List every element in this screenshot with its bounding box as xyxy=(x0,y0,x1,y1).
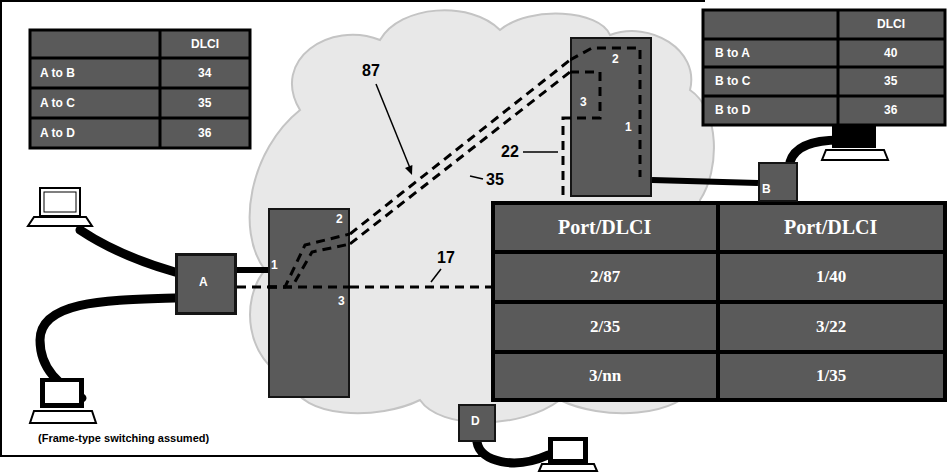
callout-number: 35 xyxy=(486,171,504,189)
port-number: 1 xyxy=(271,258,278,272)
desktop-icon xyxy=(822,150,888,160)
table-cell: 34 xyxy=(198,66,211,80)
virtual-circuit-line xyxy=(268,286,350,289)
switch-box: 2 3 1 xyxy=(570,37,652,197)
table-cell: 40 xyxy=(884,46,897,60)
table-cell: 1/40 xyxy=(816,267,846,287)
table-header: Port/DLCI xyxy=(784,216,877,239)
port-number: 3 xyxy=(338,294,345,308)
table-cell: A to D xyxy=(40,126,75,140)
device-box: D xyxy=(458,404,496,442)
desktop-icon xyxy=(539,464,597,471)
laptop-icon xyxy=(44,192,76,212)
table-cell: 2/35 xyxy=(590,317,620,337)
access-link xyxy=(652,180,758,183)
table-header: Port/DLCI xyxy=(558,216,651,239)
dlci-table xyxy=(30,30,250,148)
cable xyxy=(477,442,548,463)
desktop-icon xyxy=(539,437,597,471)
virtual-circuit-line xyxy=(268,244,350,287)
switch-table xyxy=(493,203,945,400)
desktop-icon xyxy=(553,441,583,459)
desktop-icon xyxy=(40,378,84,408)
switch-table xyxy=(493,203,945,400)
desktop-icon xyxy=(30,378,96,423)
port-number: 2 xyxy=(612,52,619,66)
callout-number: 87 xyxy=(362,62,380,80)
table-cell: 2/87 xyxy=(590,267,620,287)
virtual-circuit-line xyxy=(563,118,570,203)
callout-number: 17 xyxy=(437,249,455,267)
table-cell: DLCI xyxy=(877,17,905,31)
circuit-path xyxy=(268,208,350,398)
table-cell: 36 xyxy=(198,126,211,140)
dlci-table xyxy=(703,10,945,125)
table-cell: 36 xyxy=(884,103,897,117)
dlci-table xyxy=(30,30,250,148)
table-cell: B to A xyxy=(715,46,750,60)
table-cell: A to B xyxy=(40,66,75,80)
table-cell: 35 xyxy=(884,74,897,88)
dlci-table xyxy=(30,30,250,148)
device-box: B xyxy=(758,162,798,202)
table-cell: 3/22 xyxy=(816,317,846,337)
laptop-icon xyxy=(28,217,92,226)
leader-line xyxy=(431,269,441,282)
switch-table xyxy=(493,203,945,400)
leader-arrowhead xyxy=(405,165,412,175)
laptop-icon xyxy=(28,188,92,226)
table-cell: 35 xyxy=(198,96,211,110)
device-box: A xyxy=(175,253,237,315)
port-number: 2 xyxy=(336,212,343,226)
device-label: A xyxy=(199,275,208,289)
leader-line xyxy=(523,151,558,153)
switch-box: 1 2 3 xyxy=(268,208,350,398)
callout-number: 22 xyxy=(501,143,519,161)
port-number: 3 xyxy=(580,95,587,109)
table-cell: B to D xyxy=(715,103,750,117)
caption: (Frame-type switching assumed) xyxy=(38,432,209,444)
cable xyxy=(80,230,175,272)
access-link xyxy=(237,267,268,273)
virtual-circuit-line xyxy=(570,72,600,118)
virtual-circuit-line xyxy=(268,234,350,287)
leader-line xyxy=(376,84,410,168)
device-label: D xyxy=(471,414,480,428)
port-number: 1 xyxy=(625,120,632,134)
table-cell: B to C xyxy=(715,74,750,88)
laptop-icon xyxy=(40,188,80,216)
virtual-circuit-line xyxy=(350,286,493,289)
desktop-icon xyxy=(548,437,588,463)
desktop-icon xyxy=(45,382,79,403)
desktop-icon xyxy=(30,411,96,423)
dlci-table xyxy=(703,10,945,125)
virtual-circuit-line xyxy=(570,48,640,177)
table-cell: 3/nn xyxy=(589,366,621,386)
circuit-path xyxy=(570,37,652,197)
virtual-circuit-line xyxy=(237,286,268,289)
table-cell: 1/35 xyxy=(816,366,846,386)
table-cell: A to C xyxy=(40,96,75,110)
table-cell: DLCI xyxy=(191,37,219,51)
leader-line xyxy=(470,176,483,179)
device-label: B xyxy=(762,182,771,196)
dlci-table xyxy=(703,10,945,125)
